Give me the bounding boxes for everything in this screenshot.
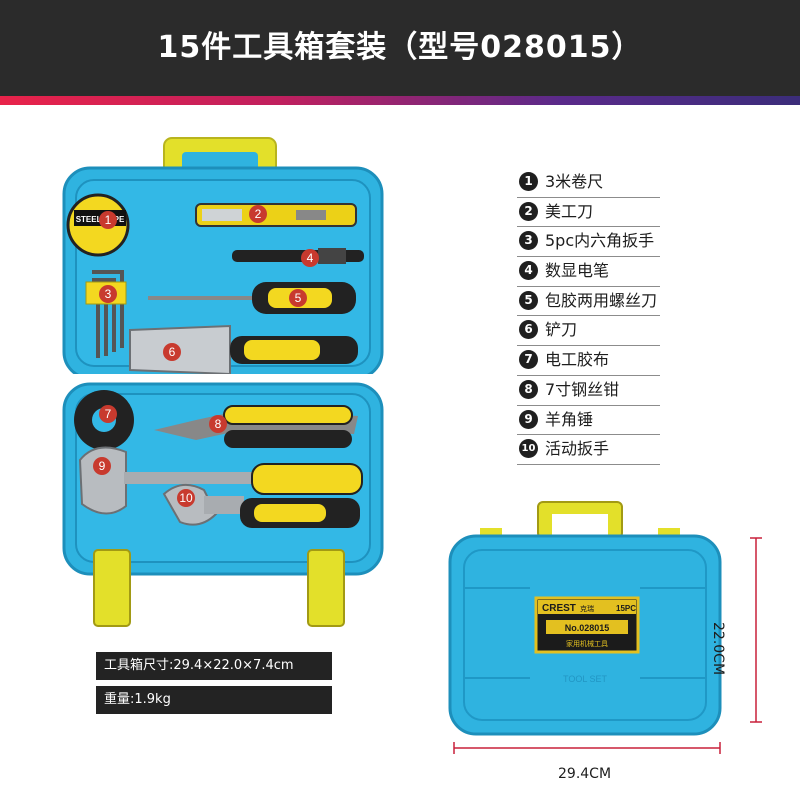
scraper-icon <box>129 324 358 376</box>
tool-number-badge: 5 <box>519 290 538 310</box>
marker-4-icon <box>301 249 319 267</box>
tool-item-10: 10 活动扳手 <box>517 435 660 465</box>
tool-item-6: 6 铲刀 <box>517 316 660 347</box>
hammer-icon <box>78 446 363 515</box>
count-badge: 15PC <box>616 604 636 613</box>
tool-name: 铲刀 <box>545 320 578 340</box>
tool-item-9: 9 羊角锤 <box>517 406 660 436</box>
marker-3-icon <box>99 285 117 303</box>
tool-item-3: 3 5pc内六角扳手 <box>517 227 660 258</box>
width-dimension-label: 29.4CM <box>558 766 612 782</box>
svg-text:9: 9 <box>99 459 106 473</box>
brand-cn: 克瑞 <box>580 604 594 613</box>
marker-7-icon <box>99 405 117 423</box>
svg-text:1: 1 <box>105 213 112 227</box>
page-title: 15件工具箱套装（型号028015） <box>157 30 643 65</box>
svg-text:7: 7 <box>105 407 112 421</box>
marker-6-icon <box>163 343 181 361</box>
tool-name: 数显电笔 <box>545 261 610 281</box>
tool-number-badge: 4 <box>519 261 538 281</box>
svg-text:8: 8 <box>215 417 222 431</box>
svg-text:2: 2 <box>255 207 262 221</box>
tool-name: 美工刀 <box>545 201 594 221</box>
svg-text:3: 3 <box>105 287 112 301</box>
header-bar <box>0 0 800 96</box>
marker-10-icon <box>177 489 195 507</box>
tool-item-1: 1 3米卷尺 <box>517 168 660 198</box>
tool-name: 3米卷尺 <box>545 172 604 191</box>
tool-name: 电工胶布 <box>545 350 610 370</box>
weight-spec: 重量:1.9kg <box>96 686 332 714</box>
marker-1-icon <box>99 211 117 229</box>
svg-text:5: 5 <box>295 291 302 305</box>
closed-toolbox-image: CREST 克瑞 15PC No.028015 家用机械工具 TOOL SET <box>448 501 762 754</box>
tool-number-badge: 6 <box>519 320 538 340</box>
tool-number-badge: 7 <box>519 350 538 370</box>
svg-text:6: 6 <box>169 345 176 359</box>
tool-number-badge: 3 <box>519 231 538 251</box>
pliers-icon <box>154 405 358 448</box>
height-dimension-label: 22.0CM <box>710 622 726 676</box>
svg-text:10: 10 <box>179 491 193 505</box>
tool-item-4: 4 数显电笔 <box>517 257 660 287</box>
tool-name: 活动扳手 <box>545 439 610 459</box>
model-number: No.028015 <box>565 623 610 633</box>
tape-measure-icon: STEEL TAPE <box>66 193 130 257</box>
size-spec: 工具箱尺寸:29.4×22.0×7.4cm <box>96 652 332 680</box>
tool-number-badge: 8 <box>519 379 538 399</box>
utility-knife-icon <box>195 203 357 227</box>
marker-9-icon <box>93 457 111 475</box>
case-subtitle: 家用机械工具 <box>566 639 608 648</box>
tool-number-badge: 1 <box>519 172 538 191</box>
marker-5-icon <box>289 289 307 307</box>
voltage-tester-icon <box>232 248 364 264</box>
tool-set-emboss: TOOL SET <box>563 674 608 684</box>
tool-item-7: 7 电工胶布 <box>517 346 660 376</box>
tool-number-badge: 9 <box>519 409 538 429</box>
tool-name: 5pc内六角扳手 <box>545 231 655 251</box>
tool-item-2: 2 美工刀 <box>517 198 660 228</box>
adjustable-wrench-icon <box>162 483 360 528</box>
tool-number-badge: 2 <box>519 201 538 221</box>
marker-8-icon <box>209 415 227 433</box>
brand-name: CREST <box>542 603 576 614</box>
marker-2-icon <box>249 205 267 223</box>
tool-name: 羊角锤 <box>545 409 594 429</box>
header-gradient-strip <box>0 96 800 105</box>
open-toolbox-image: STEEL TAPE <box>62 137 384 627</box>
tool-name: 7寸钢丝钳 <box>545 379 620 399</box>
tool-item-5: 5 包胶两用螺丝刀 <box>517 287 660 317</box>
tool-number-badge: 10 <box>519 439 538 459</box>
tool-item-8: 8 7寸钢丝钳 <box>517 376 660 406</box>
tool-name: 包胶两用螺丝刀 <box>545 290 658 310</box>
svg-text:4: 4 <box>307 251 314 265</box>
